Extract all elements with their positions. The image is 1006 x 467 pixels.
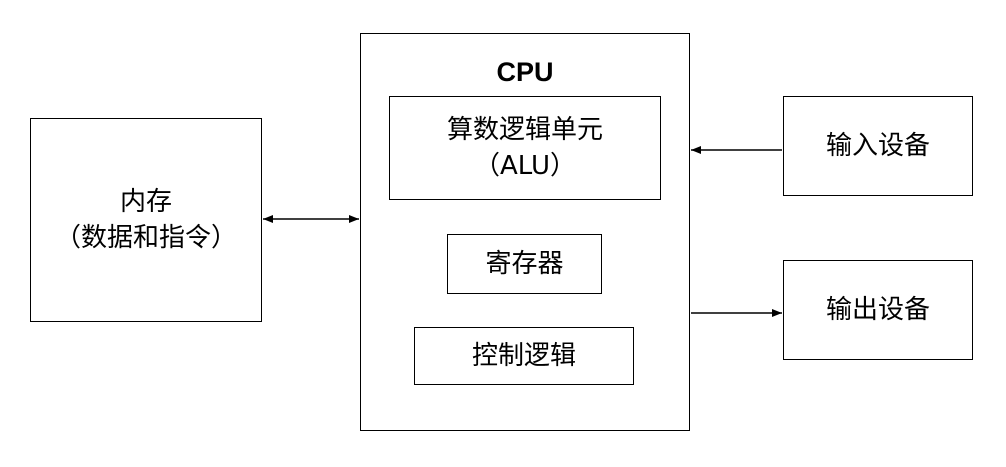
memory-box: 内存 （数据和指令） [30,118,262,322]
control-logic-label: 控制逻辑 [471,341,576,371]
register-box: 寄存器 [447,234,602,294]
alu-label: 算数逻辑单元 [446,115,603,145]
memory-sublabel: （数据和指令） [54,223,237,253]
input-device-box: 输入设备 [783,96,973,196]
output-device-label: 输出设备 [825,295,930,325]
alu-box: 算数逻辑单元 （ALU） [389,96,661,200]
register-label: 寄存器 [485,249,564,279]
alu-sublabel: （ALU） [473,151,576,181]
cpu-title: CPU [496,57,554,87]
input-device-label: 输入设备 [825,131,930,161]
control-logic-box: 控制逻辑 [414,327,634,385]
memory-label: 内存 [119,187,172,217]
output-device-box: 输出设备 [783,260,973,360]
